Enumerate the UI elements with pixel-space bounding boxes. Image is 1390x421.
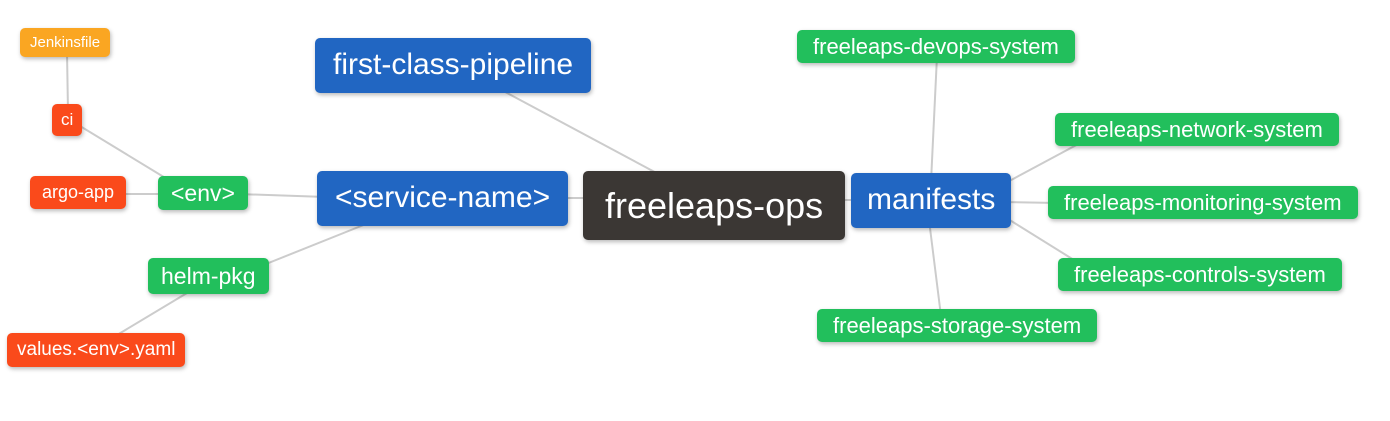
edge-manifests-network-system — [999, 141, 1083, 187]
edge-helm-pkg-values-env-yaml — [111, 289, 193, 339]
node-first-class-pipeline[interactable]: first-class-pipeline — [315, 38, 592, 93]
edge-manifests-storage-system — [928, 219, 942, 317]
edge-manifests-controls-system — [999, 213, 1083, 266]
node-service-name[interactable]: <service-name> — [317, 171, 569, 226]
node-freeleaps-ops-root[interactable]: freeleaps-ops — [583, 171, 846, 241]
node-ci[interactable]: ci — [52, 104, 83, 136]
edge-ci-jenkinsfile — [66, 51, 69, 113]
node-jenkinsfile[interactable]: Jenkinsfile — [20, 28, 111, 58]
node-manifests[interactable]: manifests — [851, 173, 1012, 228]
edge-service-name-env — [237, 193, 327, 198]
node-values-env-yaml[interactable]: values.<env>.yaml — [7, 333, 186, 367]
node-freeleaps-monitoring-system[interactable]: freeleaps-monitoring-system — [1048, 186, 1358, 220]
edge-env-ci — [79, 125, 173, 183]
node-env[interactable]: <env> — [158, 176, 248, 211]
node-freeleaps-controls-system[interactable]: freeleaps-controls-system — [1058, 258, 1342, 292]
edge-root-first-class-pipeline — [493, 85, 665, 178]
edge-service-name-helm-pkg — [255, 219, 377, 269]
node-freeleaps-network-system[interactable]: freeleaps-network-system — [1055, 113, 1339, 147]
node-freeleaps-devops-system[interactable]: freeleaps-devops-system — [797, 30, 1075, 64]
node-freeleaps-storage-system[interactable]: freeleaps-storage-system — [817, 309, 1098, 343]
node-helm-pkg[interactable]: helm-pkg — [148, 258, 269, 295]
edge-manifests-devops-system — [930, 55, 938, 183]
node-argo-app[interactable]: argo-app — [30, 176, 127, 209]
